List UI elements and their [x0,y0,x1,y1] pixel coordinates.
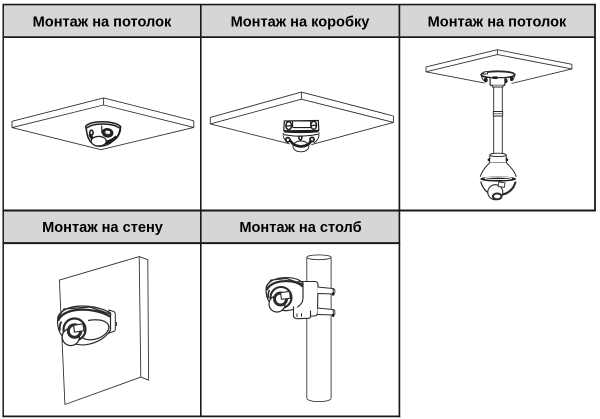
svg-text:Монтаж на столб: Монтаж на столб [239,220,361,236]
svg-text:Монтаж на потолок: Монтаж на потолок [33,15,172,31]
svg-text:Монтаж на потолок: Монтаж на потолок [428,15,567,31]
svg-text:Монтаж на стену: Монтаж на стену [42,220,164,236]
svg-text:Монтаж на коробку: Монтаж на коробку [231,15,371,31]
